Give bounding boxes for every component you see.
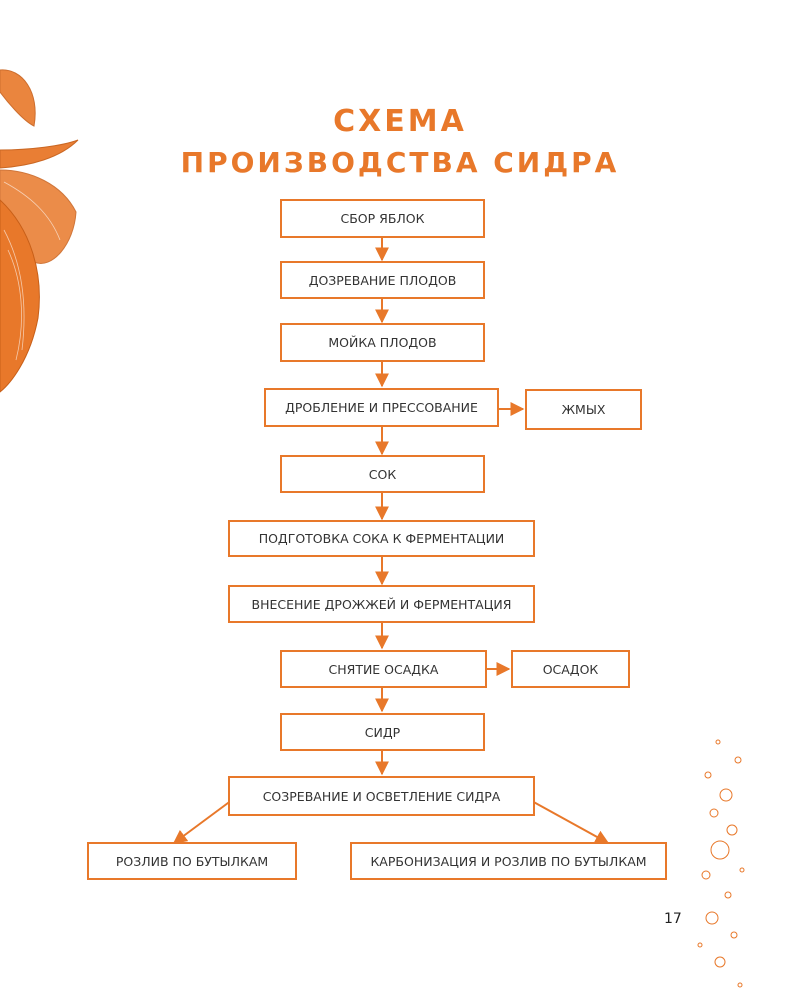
- arrow-to-bottling: [172, 799, 233, 844]
- step-washing: МОЙКА ПЛОДОВ: [280, 323, 485, 362]
- step-yeast-fermentation: ВНЕСЕНИЕ ДРОЖЖЕЙ И ФЕРМЕНТАЦИЯ: [228, 585, 535, 623]
- step-maturation-clarification: СОЗРЕВАНИЕ И ОСВЕТЛЕНИЕ СИДРА: [228, 776, 535, 816]
- step-sediment-removal: СНЯТИЕ ОСАДКА: [280, 650, 487, 688]
- output-carbonation-bottling: КАРБОНИЗАЦИЯ И РОЗЛИВ ПО БУТЫЛКАМ: [350, 842, 667, 880]
- arrow-to-carbonation: [529, 799, 610, 844]
- byproduct-sediment: ОСАДОК: [511, 650, 630, 688]
- page-number: 17: [664, 911, 682, 927]
- title-line2: ПРОИЗВОДСТВА СИДРА: [180, 146, 620, 179]
- byproduct-pomace: ЖМЫХ: [525, 389, 642, 430]
- step-cider: СИДР: [280, 713, 485, 751]
- step-juice: СОК: [280, 455, 485, 493]
- output-bottling: РОЗЛИВ ПО БУТЫЛКАМ: [87, 842, 297, 880]
- title-line1: СХЕМА: [333, 104, 467, 139]
- step-ripening: ДОЗРЕВАНИЕ ПЛОДОВ: [280, 261, 485, 299]
- step-apple-harvest: СБОР ЯБЛОК: [280, 199, 485, 238]
- step-juice-preparation: ПОДГОТОВКА СОКА К ФЕРМЕНТАЦИИ: [228, 520, 535, 557]
- step-crushing-pressing: ДРОБЛЕНИЕ И ПРЕССОВАНИЕ: [264, 388, 499, 427]
